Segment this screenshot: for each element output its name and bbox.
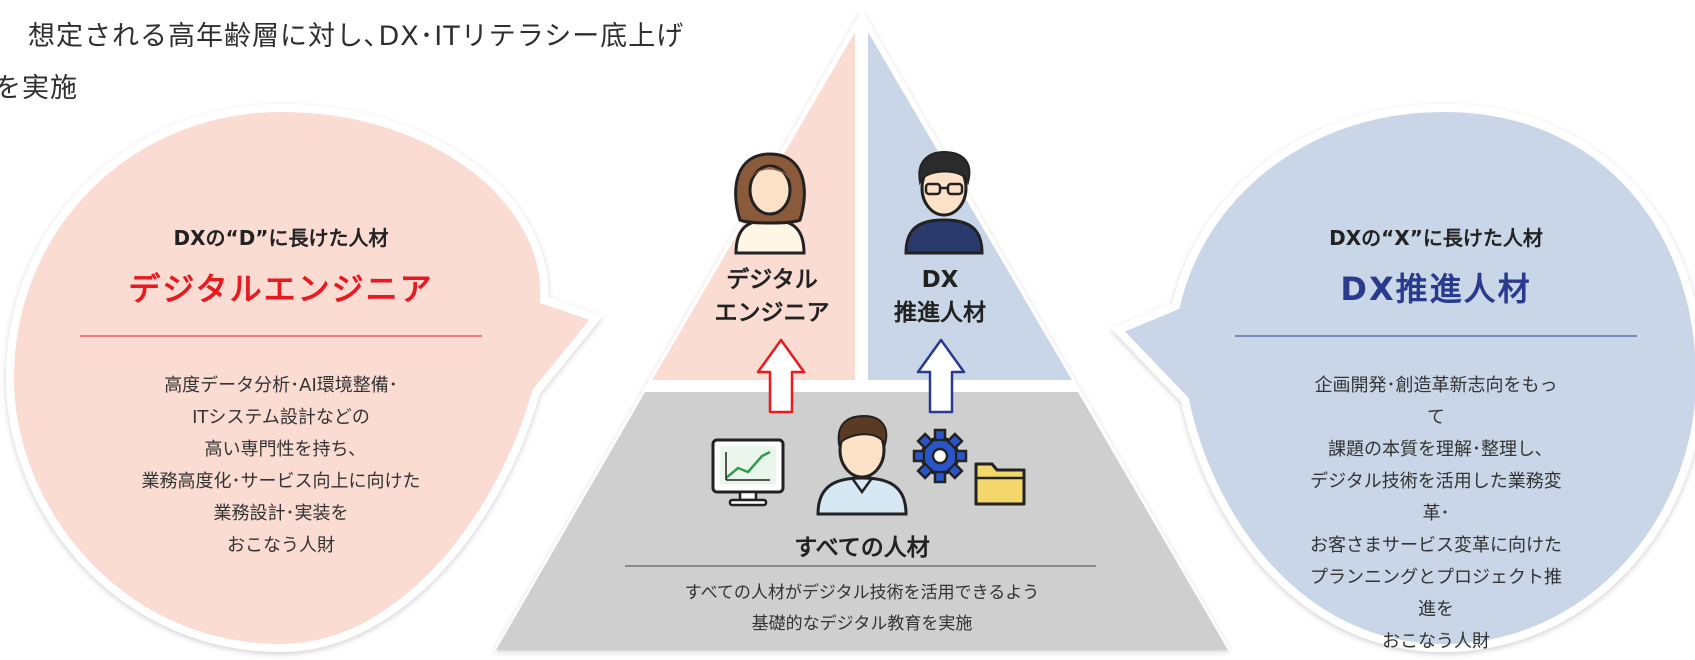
pyramid-base-description: すべての人材がデジタル技術を活用できるよう 基礎的なデジタル教育を実施 [684, 583, 1040, 634]
pyramid-right-section [868, 32, 1072, 380]
folder-icon [974, 462, 1026, 506]
arrow-up-icon [756, 338, 806, 414]
woman-avatar-icon [734, 152, 806, 255]
right-bubble-description: 企画開発･創造革新志向をもって 課題の本質を理解･整理し､ デジタル技術を活用し… [1310, 375, 1562, 652]
right-speech-bubble [1111, 103, 1695, 653]
left-speech-bubble [5, 103, 603, 653]
pyramid-right-label: DX 推進人材 [894, 267, 986, 326]
left-bubble-title: デジタルエンジニア [128, 270, 434, 308]
pyramid-base-title: すべての人材 [794, 535, 930, 561]
man-avatar-icon [816, 414, 908, 516]
gear-icon [912, 428, 968, 484]
arrow-up-icon [916, 338, 966, 414]
pyramid-base-section [496, 392, 1228, 650]
monitor-chart-icon [711, 438, 785, 507]
intro-line-2: を実施 [0, 73, 78, 104]
man-glasses-avatar-icon [904, 150, 984, 255]
right-bubble-subtitle: DXの“X”に長けた人材 [1329, 226, 1543, 250]
left-bubble-description: 高度データ分析･AI環境整備･ ITシステム設計などの 高い専門性を持ち､ 業務… [141, 375, 421, 556]
right-bubble-title: DX推進人材 [1340, 270, 1532, 308]
left-bubble-subtitle: DXの“D”に長けた人材 [173, 226, 389, 250]
intro-line-1: 想定される高年齢層に対し､DX･ITリテラシー底上げ [28, 21, 685, 52]
pyramid-left-label: デジタル エンジニア [714, 267, 830, 326]
